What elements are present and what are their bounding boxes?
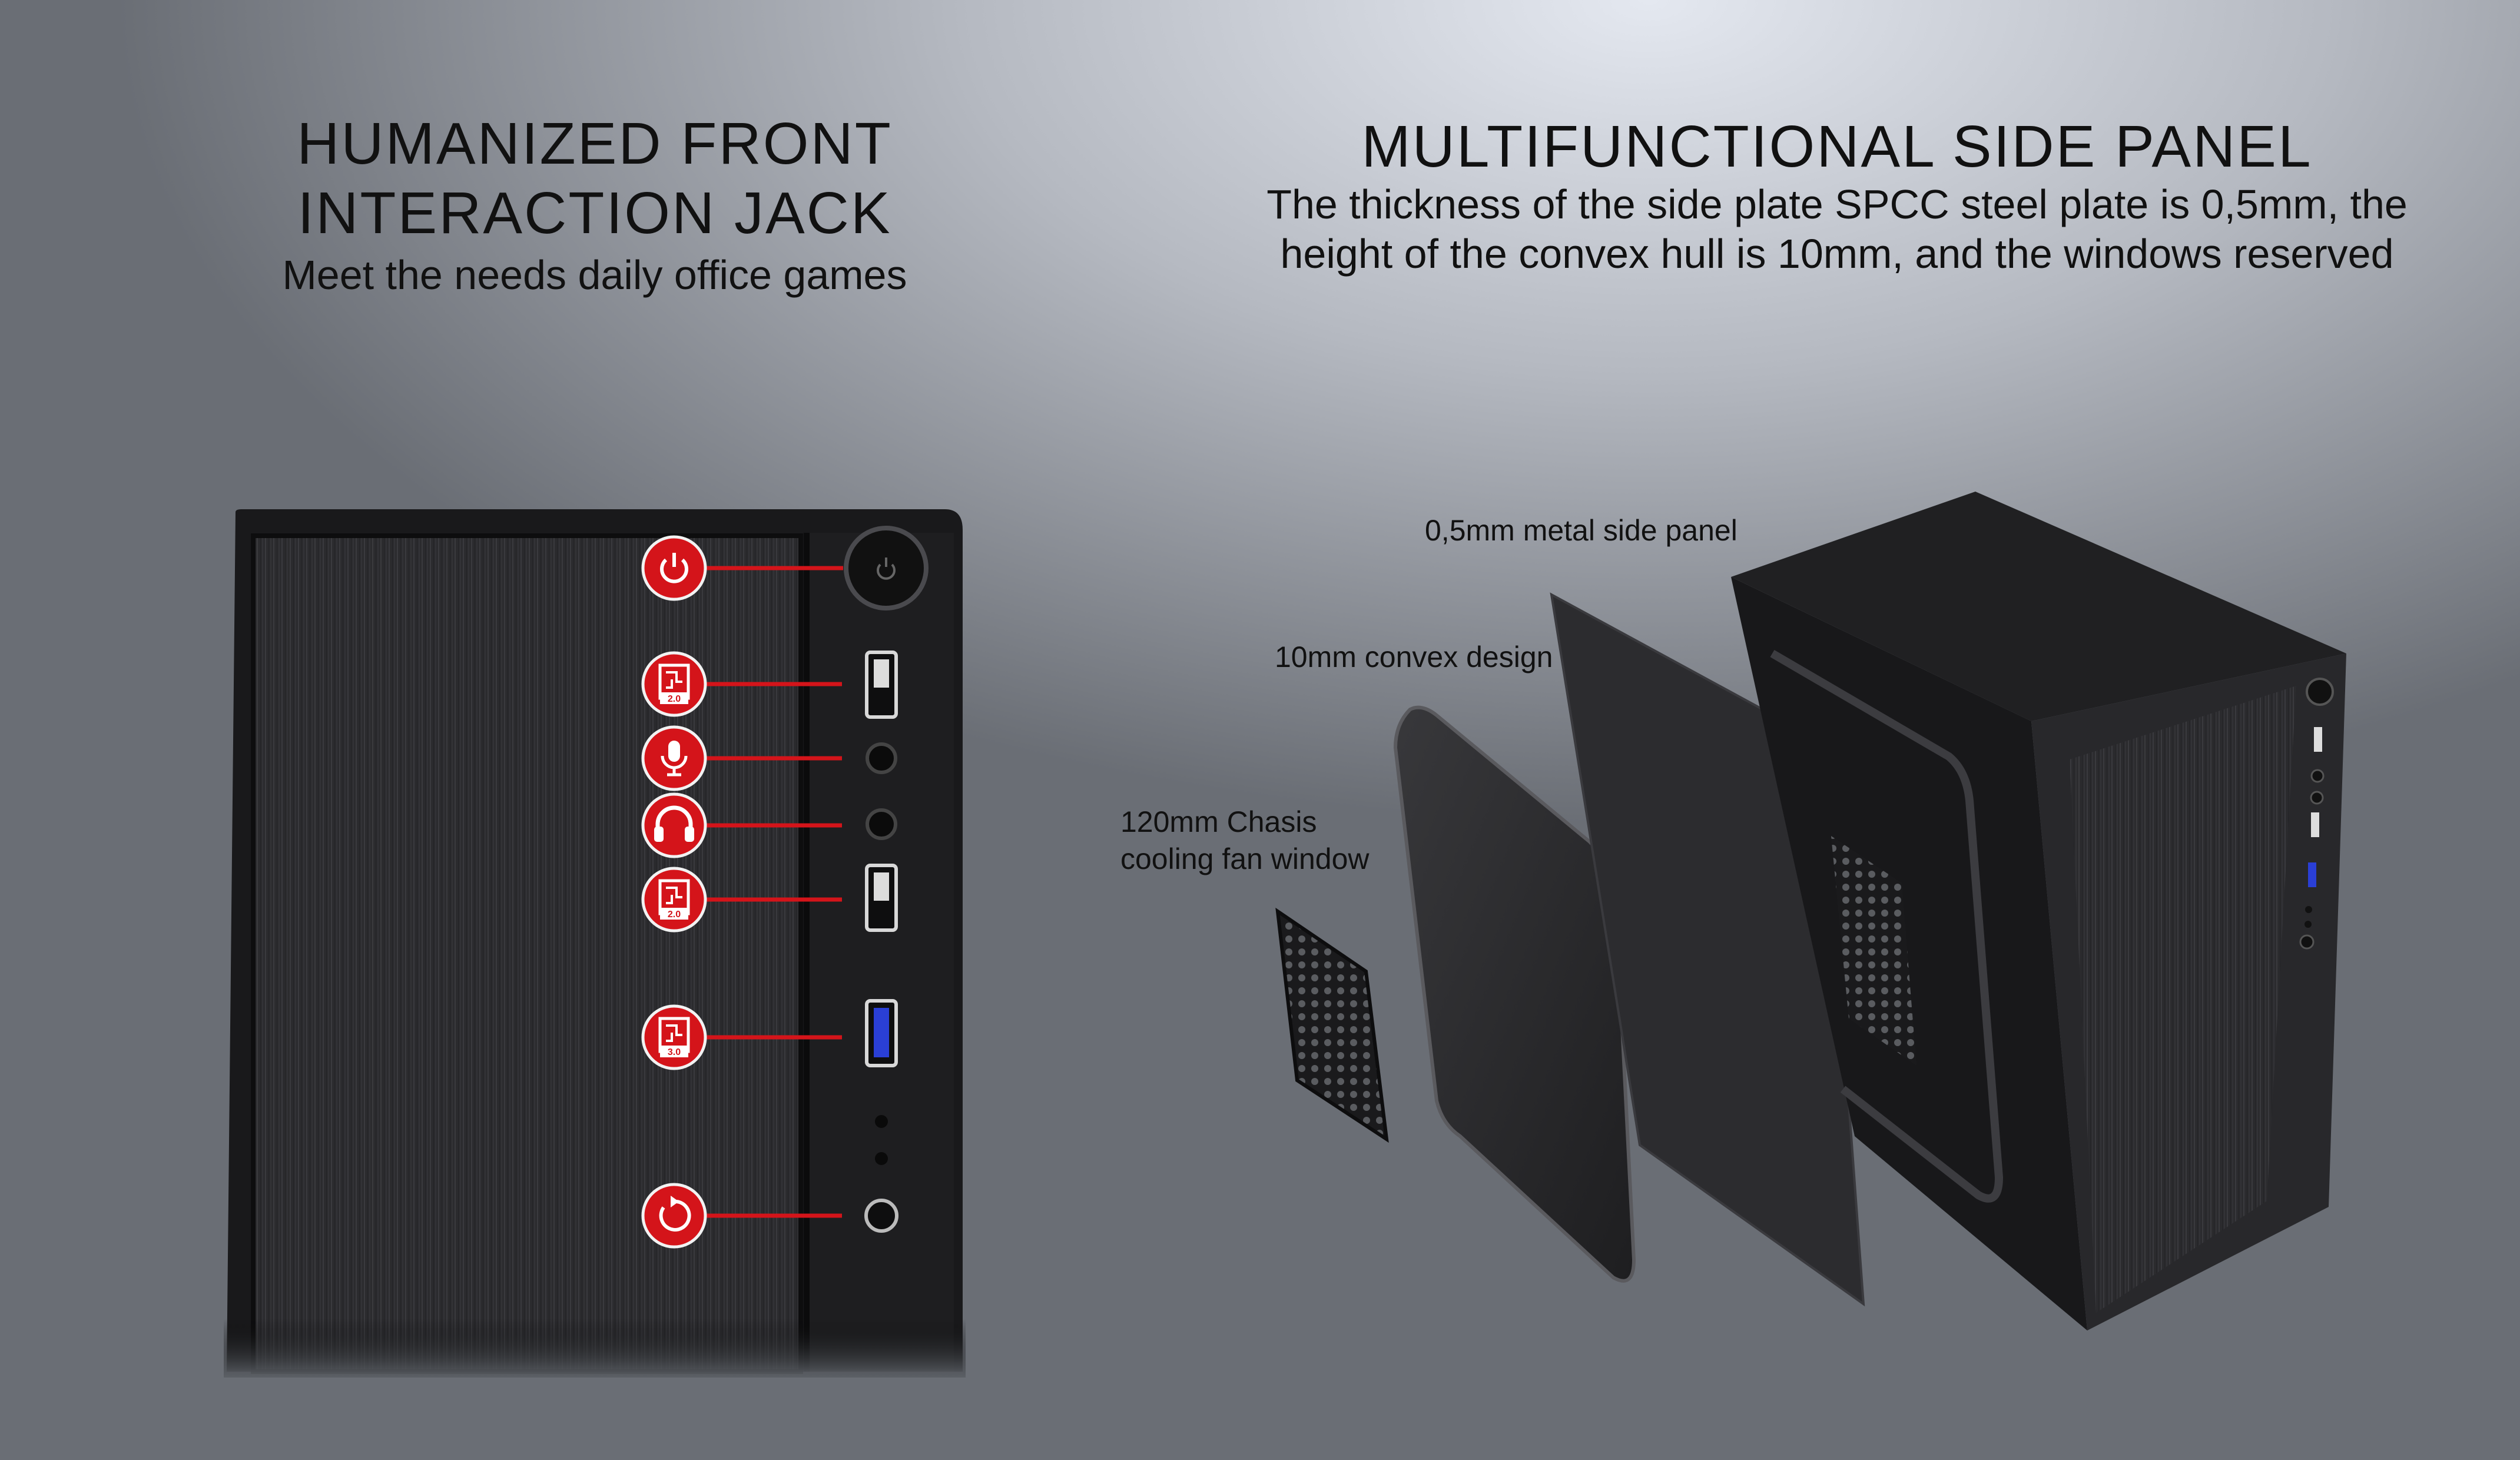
usb-icon: 3.0 <box>641 1004 707 1070</box>
mic-jack <box>866 742 897 774</box>
fan-grille <box>1275 907 1389 1143</box>
side-emboss <box>1770 649 2004 1203</box>
case-power-button <box>2306 678 2334 706</box>
convex-design-label: 10mm convex design <box>1275 641 1553 673</box>
case-top <box>1731 492 2346 721</box>
case-reset-button <box>2299 934 2315 950</box>
power-led <box>875 1115 888 1128</box>
case-audio-jack <box>2310 791 2324 805</box>
side-panel-description-line1: The thickness of the side plate SPCC ste… <box>1266 181 2408 227</box>
usb-icon: 2.0 <box>641 867 707 933</box>
usb-icon: 2.0 <box>641 651 707 717</box>
front-case-closeup: 2.0 2.0 3.0 <box>224 509 966 1378</box>
case-led <box>2305 921 2312 928</box>
case-usb-port <box>2314 727 2322 752</box>
case-audio-jack <box>2310 769 2325 783</box>
microphone-icon <box>641 725 707 791</box>
case-front-brushed-panel <box>2070 686 2296 1313</box>
fan-window-label-line1: 120mm Chasis <box>1120 805 1317 838</box>
exploded-case-illustration <box>1275 492 2346 1330</box>
power-button-icon <box>877 558 896 580</box>
fan-window-label: 120mm Chasis cooling fan window <box>1120 804 1370 877</box>
convex-panel <box>1393 705 1636 1283</box>
power-icon <box>641 535 707 601</box>
side-panel-description: The thickness of the side plate SPCC ste… <box>1236 180 2438 278</box>
front-jack-title-line2: INTERACTION JACK <box>297 180 892 246</box>
reset-button <box>864 1199 898 1233</box>
svg-text:3.0: 3.0 <box>668 1047 681 1057</box>
usb3-port-tongue <box>874 1008 889 1057</box>
side-panel-description-line2: height of the convex hull is 10mm, and t… <box>1280 231 2394 277</box>
usb-port-tongue <box>874 872 889 901</box>
metal-panel-label: 0,5mm metal side panel <box>1425 514 1738 547</box>
case-led <box>2305 906 2312 913</box>
case-usb-port <box>2311 812 2319 837</box>
side-panel-title: MULTIFUNCTIONAL SIDE PANEL <box>1361 114 2313 180</box>
front-jack-title-line1: HUMANIZED FRONT <box>297 111 893 177</box>
power-button <box>844 526 929 610</box>
side-fan-vent <box>1831 836 1916 1066</box>
svg-text:2.0: 2.0 <box>668 694 681 704</box>
fan-window-label-line2: cooling fan window <box>1120 842 1370 875</box>
headphones-icon <box>641 792 707 858</box>
reset-icon <box>641 1183 707 1249</box>
hdd-led <box>875 1152 888 1165</box>
front-jack-subtitle: Meet the needs daily office games <box>282 252 907 298</box>
usb-port-tongue <box>874 659 889 688</box>
headphone-jack <box>866 808 897 840</box>
case-usb3-port <box>2308 862 2316 887</box>
svg-text:2.0: 2.0 <box>668 910 681 920</box>
front-jack-title: HUMANIZED FRONT INTERACTION JACK <box>177 109 1013 248</box>
